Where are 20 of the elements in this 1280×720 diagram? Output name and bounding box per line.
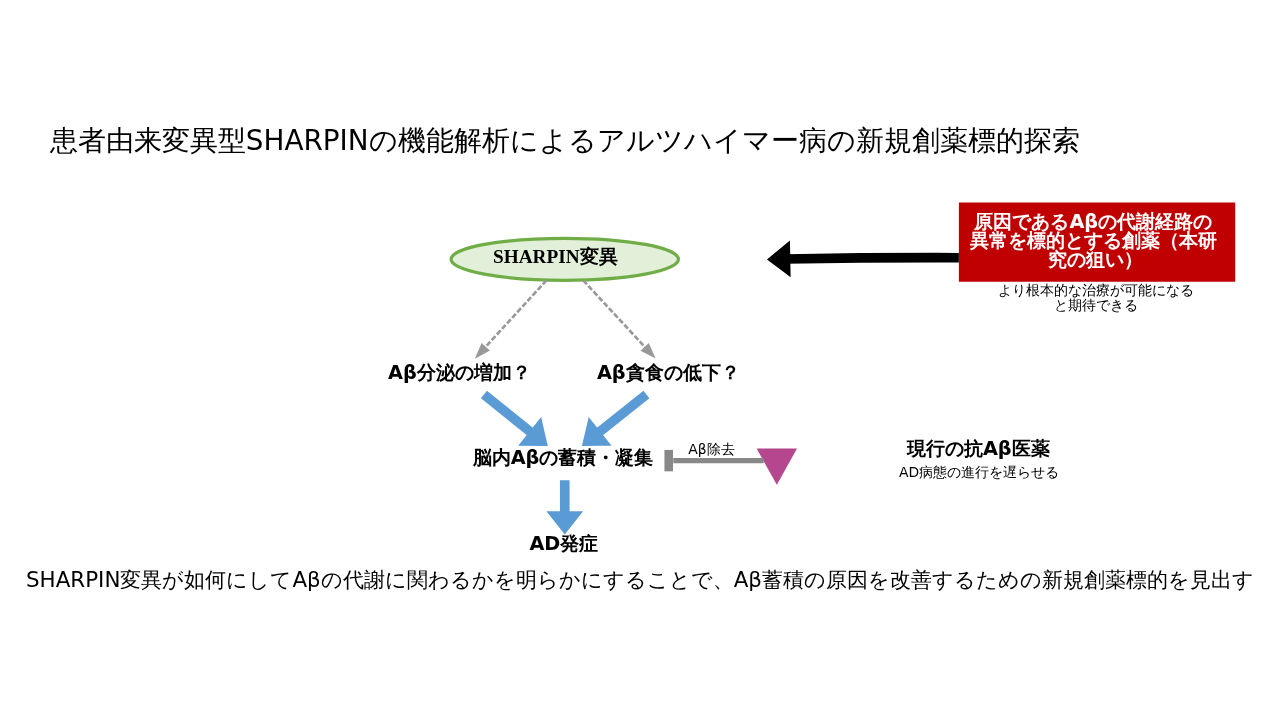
node-label: より根本的な治療が可能になると期待できる [998,281,1195,313]
node-text: Aβ分泌の増加？ [388,360,531,384]
arrow [474,279,548,359]
node-ellipse: SHARPIN変異 [449,236,681,282]
node-text: Aβ貪食の低下？ [596,360,740,384]
arrow [581,390,650,446]
diagram-title: 患者由来変異型SHARPINの機能解析によるアルツハイマー病の新規創薬標的探索 [49,123,1080,157]
arrow [480,390,548,446]
node-text: 現行の抗Aβ医薬 [906,436,1050,460]
node-text: AD発症 [529,531,599,555]
arrow [582,279,656,359]
node-box: 原因であるAβの代謝経路の異常を標的とする創薬（本研究の狙い） [958,202,1236,282]
caption: SHARPIN変異が如何にしてAβの代謝に関わるかを明らかにすることで、Aβ蓄積の原因を改善するための新規創薬標的を見出す [25,566,1255,592]
arrow [546,479,584,535]
picture [756,448,797,485]
connector [664,449,764,471]
edge-label: Aβ除去 [688,440,735,457]
node-label: AD病態の進行を遅らせる [898,463,1060,480]
node-text: 脳内Aβの蓄積・凝集 [472,445,654,469]
arrow [766,240,959,277]
